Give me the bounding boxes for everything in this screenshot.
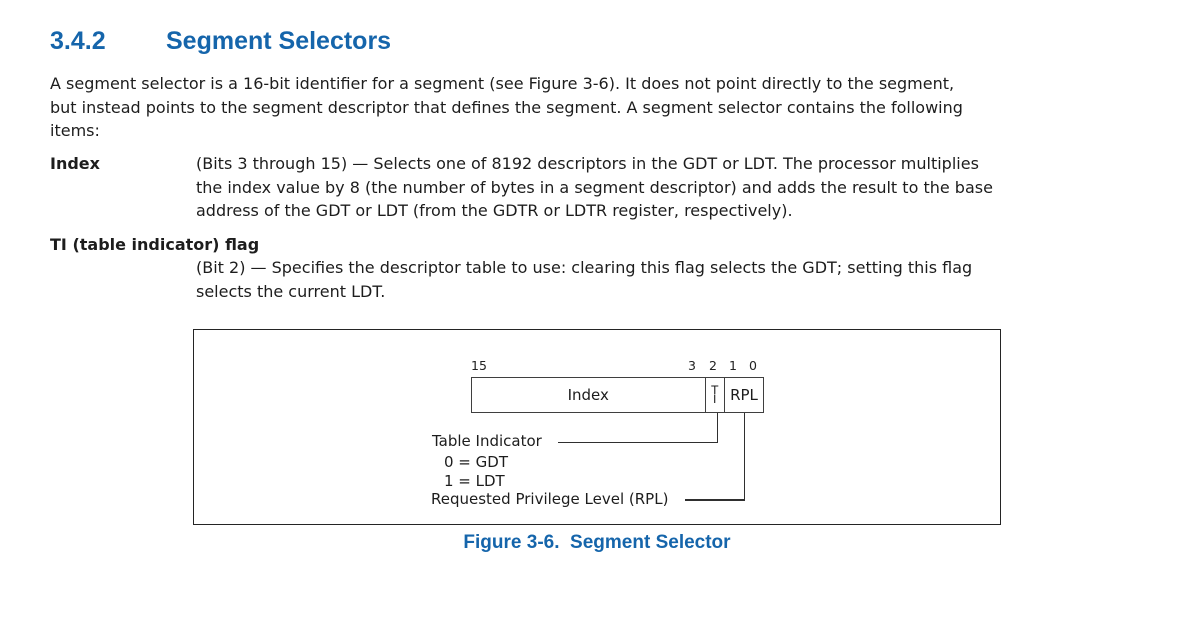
bit-label-15: 15: [471, 358, 487, 373]
ti-value-ldt: 1 = LDT: [444, 472, 505, 490]
ti-letter-i: I: [713, 392, 717, 406]
bit-label-2: 2: [709, 358, 717, 373]
table-indicator-label: Table Indicator: [432, 432, 542, 450]
section-number: 3.4.2: [50, 27, 106, 55]
definition-desc-ti-flag: (Bit 2) — Specifies the descriptor table…: [196, 258, 973, 301]
register-field-index: Index: [472, 378, 706, 412]
ti-letter-t: T: [711, 382, 719, 397]
definition-term-index: Index: [50, 154, 100, 173]
section-title: Segment Selectors: [166, 27, 392, 55]
segment-selector-register: Index T I RPL: [471, 377, 764, 413]
bit-label-3: 3: [688, 358, 696, 373]
bit-label-1: 1: [729, 358, 737, 373]
definition-term-ti-flag: TI (table indicator) flag: [50, 235, 260, 254]
ti-connector-horizontal-line: [558, 441, 718, 443]
figure-caption: Figure 3-6. Segment Selector: [463, 532, 731, 553]
ti-value-gdt: 0 = GDT: [444, 453, 508, 471]
register-field-rpl: RPL: [730, 386, 758, 404]
ti-connector-vertical-line: [716, 413, 718, 443]
register-field-ti: T I: [706, 378, 725, 412]
figure-3-6-diagram: 15 3 2 1 0 Index T I RPL Table Indicator…: [193, 329, 1001, 525]
intro-paragraph: A segment selector is a 16-bit identifie…: [50, 74, 963, 140]
section-heading: 3.4.2 Segment Selectors: [50, 29, 391, 54]
rpl-connector-horizontal-line: [685, 499, 745, 501]
rpl-connector-vertical-line: [743, 413, 745, 501]
bit-label-0: 0: [749, 358, 757, 373]
definition-desc-index: (Bits 3 through 15) — Selects one of 819…: [196, 154, 993, 220]
rpl-label: Requested Privilege Level (RPL): [431, 490, 669, 508]
